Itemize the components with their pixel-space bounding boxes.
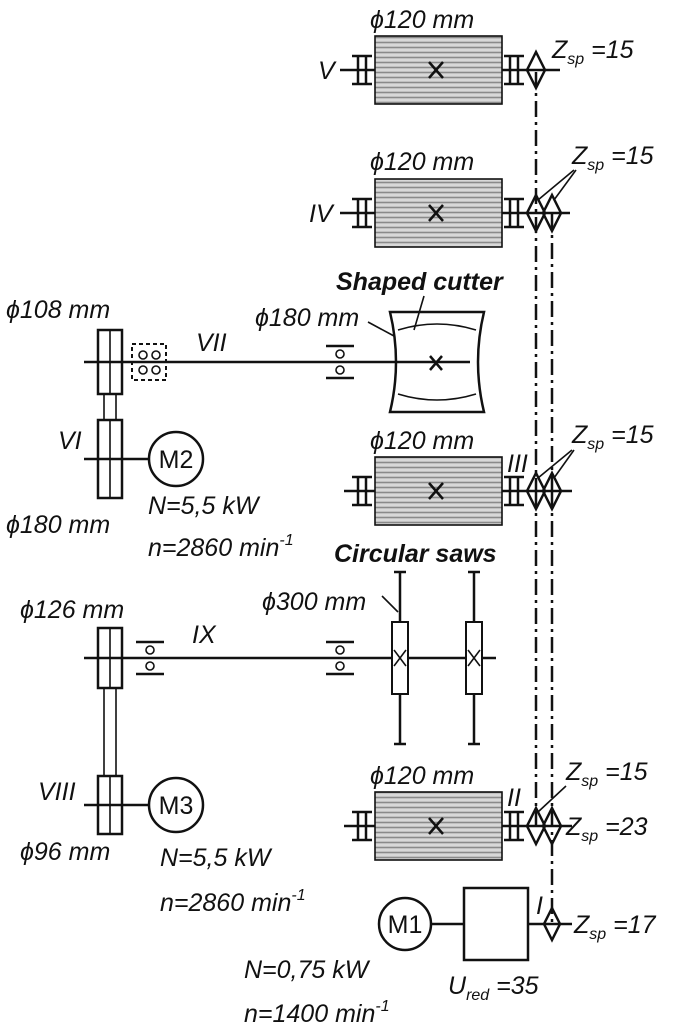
motor-M3-label: M3: [159, 792, 194, 820]
roller-V: [340, 35, 560, 105]
sprocket-II-teeth-b: Zsp =23: [565, 813, 648, 845]
roller-II: [344, 785, 572, 861]
sprocket-II-teeth-a: Zsp =15: [565, 758, 648, 790]
shaft-IX-label: IX: [192, 621, 217, 649]
belt-M3: [84, 688, 205, 836]
roller-IV-diameter: ϕ120 mm: [370, 148, 474, 176]
motor-M2-speed: n=2860 min-1: [148, 532, 294, 562]
pulley-VIII-diameter: ϕ96 mm: [20, 838, 110, 866]
motor-M1-label: M1: [388, 911, 423, 939]
motor-M1-speed: n=1400 min-1: [244, 998, 390, 1028]
circular-saws-title: Circular saws: [334, 540, 497, 568]
shaft-II-label: II: [507, 784, 521, 812]
roller-II-diameter: ϕ120 mm: [370, 762, 474, 790]
motor-M2-power: N=5,5 kW: [148, 492, 261, 520]
sprocket-I-teeth: Zsp =17: [573, 911, 657, 943]
chain-drive: [534, 72, 554, 922]
motor-M1-power: N=0,75 kW: [244, 956, 371, 984]
roller-V-diameter: ϕ120 mm: [370, 6, 474, 34]
shaft-IV-label: IV: [309, 200, 335, 228]
saw-shaft-IX: [84, 570, 496, 746]
shaft-V-label: V: [318, 57, 337, 85]
roller-III: [344, 449, 575, 526]
pulley-IX-diameter: ϕ126 mm: [20, 596, 124, 624]
pulley-VII-diameter: ϕ108 mm: [6, 296, 110, 324]
motor-M3-power: N=5,5 kW: [160, 844, 273, 872]
pulley-VI-diameter: ϕ180 mm: [6, 511, 110, 539]
motor-M3-speed: n=2860 min-1: [160, 887, 306, 917]
shaft-VIII-label: VIII: [38, 778, 76, 806]
shaft-III-label: III: [507, 450, 528, 478]
shaped-cutter-diameter: ϕ180 mm: [255, 304, 359, 332]
belt-M2: [84, 394, 205, 500]
roller-IV: [340, 169, 577, 248]
labels: V IV VII VI III IX VIII II I ϕ120 mm ϕ12…: [6, 6, 657, 1028]
roller-III-diameter: ϕ120 mm: [370, 427, 474, 455]
circular-saws-diameter: ϕ300 mm: [262, 588, 366, 616]
motor-M2-label: M2: [159, 446, 194, 474]
sprocket-III-teeth: Zsp =15: [571, 421, 654, 453]
shaft-VI-label: VI: [58, 427, 82, 455]
drive-M1: [377, 886, 572, 962]
shaft-VII-label: VII: [196, 329, 227, 357]
reducer-ratio: Ured =35: [448, 972, 539, 1004]
sprocket-IV-teeth: Zsp =15: [571, 142, 654, 174]
sprocket-V-teeth: Zsp =15: [551, 36, 634, 68]
cutter-shaft-VII: [84, 295, 486, 414]
shaft-I-label: I: [536, 892, 543, 920]
shaped-cutter-title: Shaped cutter: [336, 268, 504, 296]
